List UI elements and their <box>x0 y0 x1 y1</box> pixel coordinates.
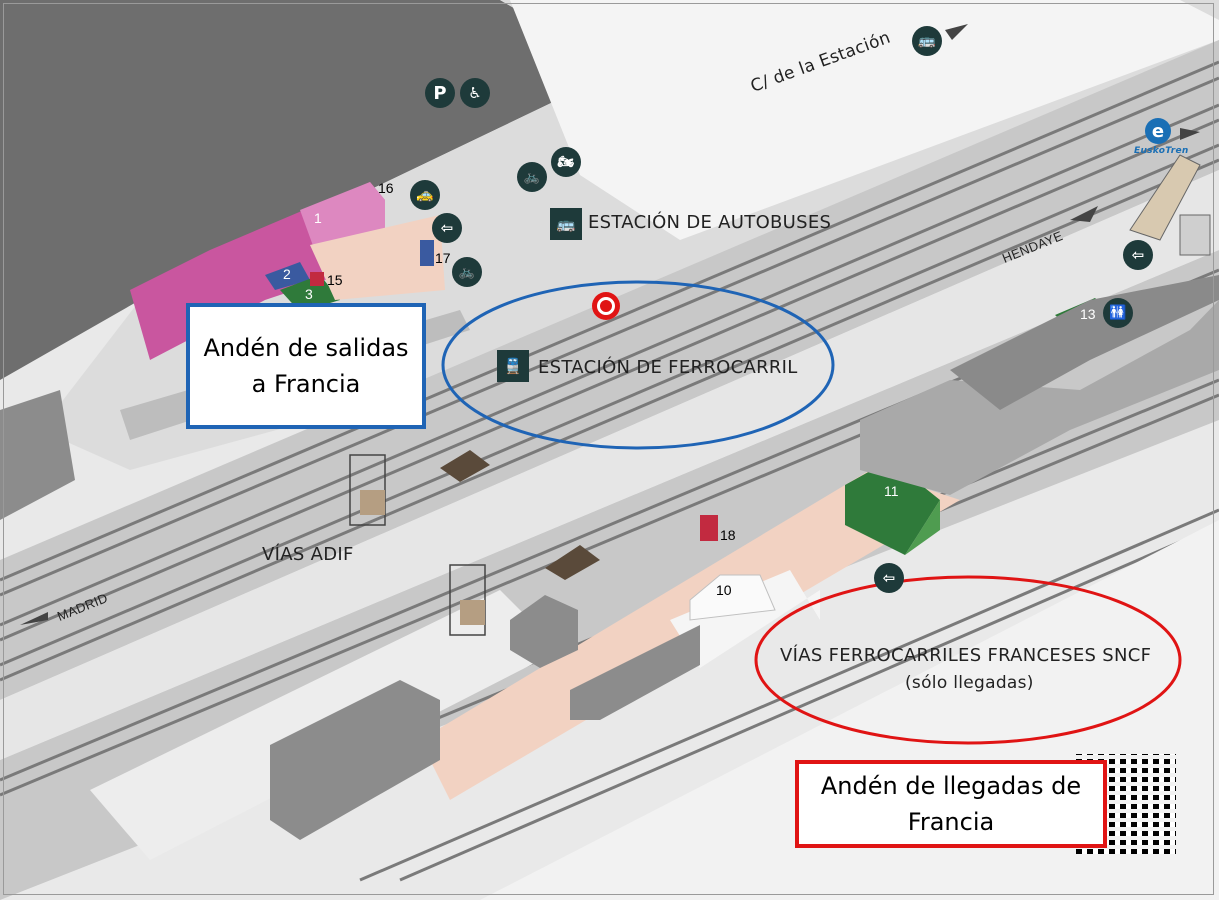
bike-parking-icon: 🚲 <box>452 257 482 287</box>
ticket-machine-18 <box>700 515 718 541</box>
building-number-15: 15 <box>327 272 343 288</box>
exit-icon: ⇦ <box>432 213 462 243</box>
escalator-icon <box>1129 154 1211 256</box>
sncf-tracks-label: VÍAS FERROCARRILES FRANCESES SNCF <box>780 645 1152 666</box>
sncf-note-label: (sólo llegadas) <box>905 673 1034 693</box>
arrow-hendaye <box>1070 206 1098 222</box>
departures-callout-line2: a Francia <box>251 370 361 398</box>
departures-callout-line1: Andén de salidas <box>203 334 409 362</box>
bus-icon: 🚌 <box>912 26 942 56</box>
toilets-icon: 🚻 <box>1103 298 1133 328</box>
exit-icon-lower: ⇦ <box>874 563 904 593</box>
parking-icon: P <box>425 78 455 108</box>
building-number-11: 11 <box>884 483 899 499</box>
building-number-3: 3 <box>305 286 313 302</box>
tracks-adif <box>0 40 1219 700</box>
arrow-euskotren <box>1180 128 1200 140</box>
ticket-machine-15 <box>310 272 324 286</box>
euskotren-logo-icon: e <box>1145 118 1171 144</box>
building-number-18: 18 <box>720 527 736 543</box>
parking-disabled-icon: ♿ <box>460 78 490 108</box>
platform-middle <box>0 170 1219 760</box>
building-number-13: 13 <box>1080 306 1096 322</box>
euskotren-label: EuskoTren <box>1134 146 1189 156</box>
bus-station-icon: 🚌 <box>550 208 582 240</box>
moto-parking-icon: 🏍 <box>551 147 581 177</box>
sidewalk-top <box>510 0 1219 240</box>
train-station-icon: 🚆 <box>497 350 529 382</box>
building-10 <box>670 570 820 668</box>
building-number-1: 1 <box>314 210 322 226</box>
bike-parking-icon-top: 🚲 <box>517 162 547 192</box>
info-point-17 <box>420 240 434 266</box>
meeting-point-icon <box>592 292 620 320</box>
building-3 <box>280 275 340 312</box>
platform-departures <box>310 215 445 300</box>
arrow-bus <box>945 24 968 40</box>
bus-station-label: ESTACIÓN DE AUTOBUSES <box>588 212 832 233</box>
stairs-icon <box>440 450 600 580</box>
exit-icon-right: ⇦ <box>1123 240 1153 270</box>
building-number-2: 2 <box>283 266 291 282</box>
sncf-tracks-highlight <box>754 575 1182 745</box>
arrivals-callout-line1: Andén de llegadas de <box>820 772 1082 800</box>
rail-station-label: ESTACIÓN DE FERROCARRIL <box>538 357 798 378</box>
grey-blocks <box>0 275 1219 840</box>
departures-callout: Andén de salidas a Francia <box>186 303 426 429</box>
building-number-16: 16 <box>378 180 394 196</box>
taxi-icon: 🚕 <box>410 180 440 210</box>
rail-station-highlight <box>441 280 835 450</box>
building-number-17: 17 <box>435 250 451 266</box>
arrow-madrid <box>20 612 48 625</box>
arrivals-callout: Andén de llegadas de Francia <box>795 760 1107 848</box>
building-number-10: 10 <box>716 582 732 598</box>
arrivals-callout-line2: Francia <box>907 808 995 836</box>
adif-tracks-label: VÍAS ADIF <box>262 544 354 565</box>
elevator-icon <box>349 454 486 636</box>
